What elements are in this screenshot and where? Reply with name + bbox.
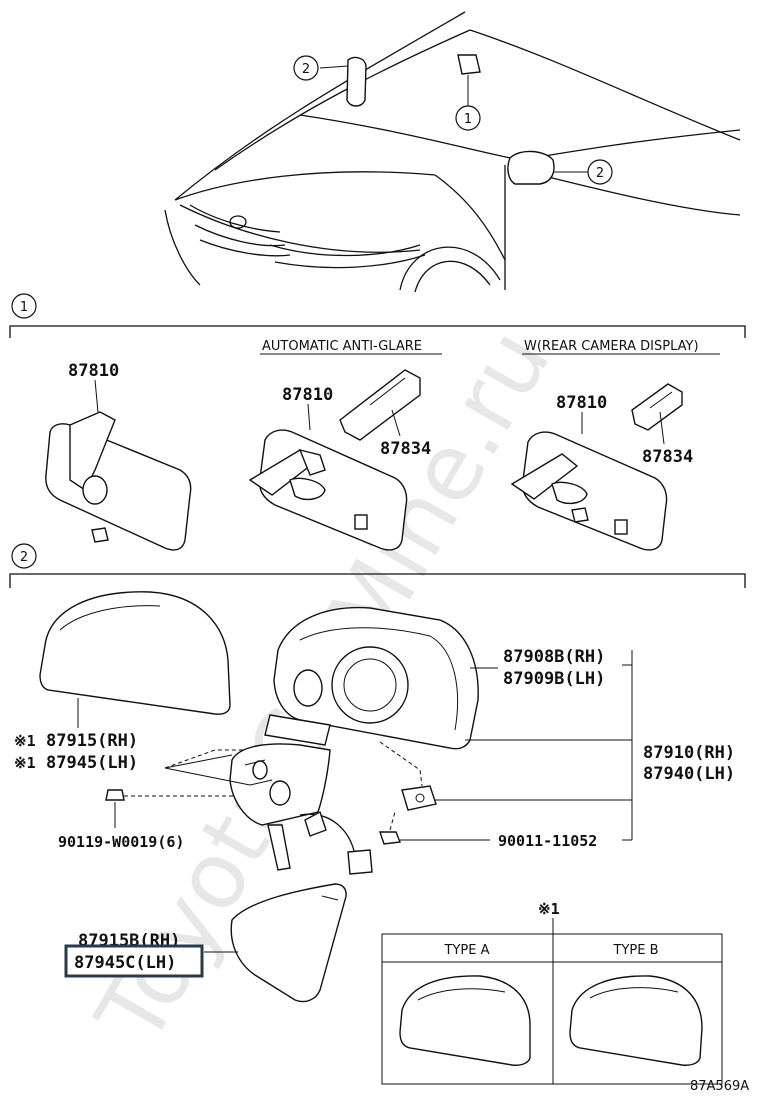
part-87940-lh: 87940(LH): [643, 764, 735, 784]
callout-2-right-label: 2: [596, 166, 604, 181]
type-b-cap: [569, 975, 703, 1066]
part-87810-ag: 87810: [282, 385, 333, 405]
cap-mark-rh: ※1: [14, 732, 36, 750]
diagram-code: 87A569A: [690, 1079, 749, 1094]
section-2-marker: [11, 543, 37, 569]
lower-cover: [230, 883, 347, 1003]
car-callouts: 2 1 2: [293, 55, 613, 185]
section-1-number: 1: [20, 300, 28, 315]
callout-1-top: [455, 105, 481, 131]
part-87810-std: 87810: [68, 361, 119, 381]
mirror-housing: [264, 606, 479, 750]
header-anti-glare: AUTOMATIC ANTI-GLARE: [262, 339, 422, 354]
part-87915-rh: 87915(RH): [46, 731, 138, 751]
part-87810-cam: 87810: [556, 393, 607, 413]
type-box: ※1 TYPE A TYPE B: [381, 900, 723, 1085]
cover-87834-cam: [631, 383, 683, 431]
section-1-marker: [11, 293, 37, 319]
type-a-cap: [399, 975, 531, 1066]
callout-1-top-label: 1: [464, 112, 472, 127]
section-1: 1 AUTOMATIC ANTI-GLARE W(REAR CAMERA DIS…: [9, 293, 746, 551]
mirror-connector: [401, 785, 437, 811]
section-2: 2 ※1 87915(RH) ※1 87945(LH) 87908B(RH) 8…: [9, 543, 749, 1094]
screw: [105, 789, 235, 801]
mirror-base-bracket: [229, 743, 373, 875]
cap-mark-lh: ※1: [14, 754, 36, 772]
callout-2-top-label: 2: [302, 62, 310, 77]
type-box-mark: ※1: [538, 900, 560, 918]
part-87834-cam: 87834: [642, 447, 693, 467]
part-87945-lh: 87945(LH): [46, 753, 138, 773]
highlight-box[interactable]: [64, 944, 204, 978]
section-2-number: 2: [20, 550, 28, 565]
header-rear-camera: W(REAR CAMERA DISPLAY): [524, 339, 699, 354]
part-87910-rh: 87910(RH): [643, 743, 735, 763]
part-87909b-lh: 87909B(LH): [503, 669, 605, 689]
part-87834-ag: 87834: [380, 439, 431, 459]
car-illustration: [164, 11, 741, 293]
type-a-label: TYPE A: [444, 943, 490, 958]
part-90119-w0019: 90119-W0019(6): [58, 833, 184, 851]
part-87945c-lh[interactable]: 87945C(LH): [74, 953, 176, 973]
type-b-label: TYPE B: [613, 943, 659, 958]
callout-2-right: [587, 159, 613, 185]
inner-mirror-camera: [510, 431, 668, 551]
inner-mirror-anti-glare: [248, 429, 408, 551]
cover-87834-ag: [339, 369, 421, 441]
part-87908b-rh: 87908B(RH): [503, 647, 605, 667]
inner-mirror-standard: [45, 411, 192, 551]
mirror-cap: [39, 591, 231, 715]
clip: [379, 831, 401, 845]
part-90011-11052: 90011-11052: [498, 832, 597, 850]
callout-2-top: [293, 55, 319, 81]
